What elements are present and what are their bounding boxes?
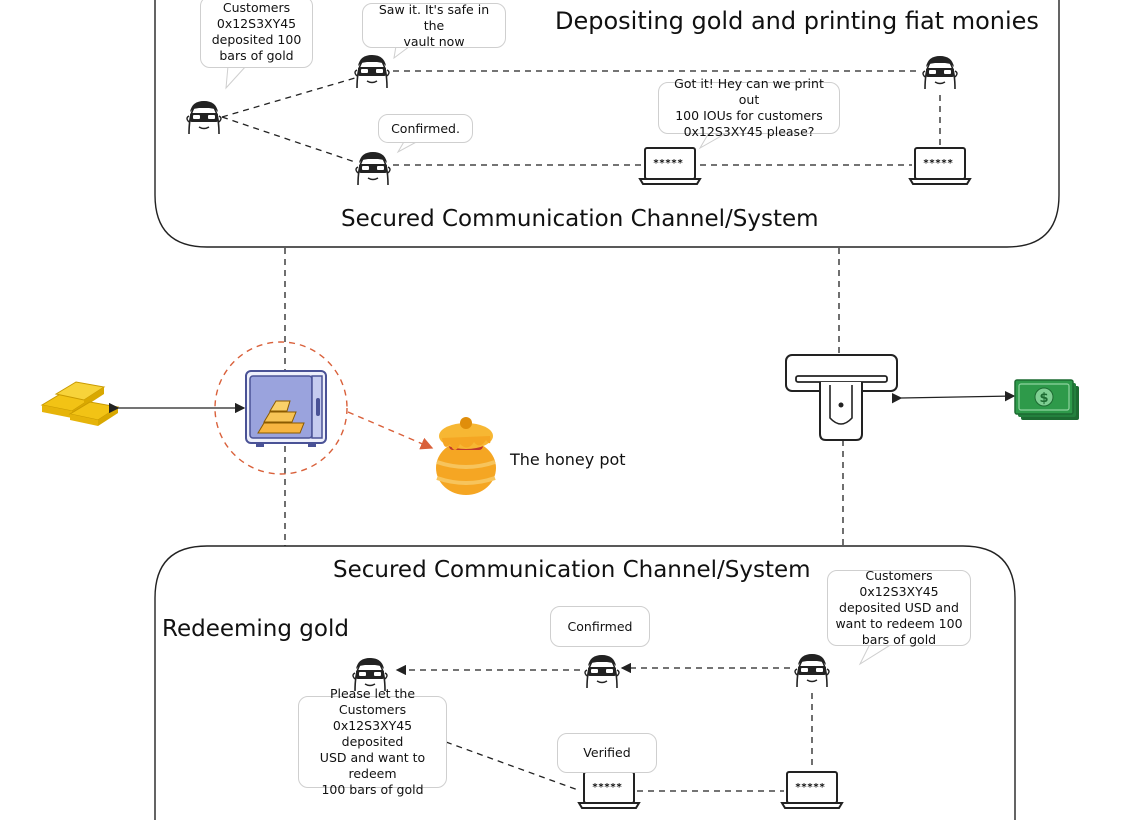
- person-printer-icon: [922, 55, 958, 90]
- honey-pot-icon: [436, 417, 496, 495]
- bubble-confirmed-bottom: Confirmed: [550, 606, 650, 647]
- vault-icon: [245, 370, 327, 447]
- person-sender-icon: [186, 100, 222, 135]
- bubble-customers-redeem: Customers 0x12S3XY45 deposited USD and w…: [827, 568, 971, 647]
- gold-bars-icon: [40, 381, 120, 426]
- atm-printer-icon: [785, 354, 898, 441]
- laptop-screen-text-bottom-left: *****: [592, 782, 623, 793]
- bottom-section-title: Redeeming gold: [162, 616, 349, 642]
- bubble-please-let: Please let the Customers 0x12S3XY45 depo…: [298, 686, 447, 797]
- link-vault-to-honey-pot: [347, 411, 434, 450]
- bottom-section-box: [154, 545, 1016, 820]
- bubble-verified: Verified: [557, 733, 657, 773]
- bubble-saw-it: Saw it. It's safe in the vault now: [362, 2, 506, 49]
- person-redeemer-icon: [794, 653, 830, 688]
- link-atm-to-money: [891, 390, 1016, 404]
- top-section-box: [154, 0, 1060, 248]
- laptop-screen-text-top-right: *****: [923, 158, 954, 169]
- laptop-screen-text-top-left: *****: [653, 158, 684, 169]
- svg-text:$: $: [1039, 391, 1048, 406]
- top-channel-label: Secured Communication Channel/System: [341, 206, 819, 232]
- link-sender-to-confirmer: [221, 116, 356, 163]
- link-sender-to-vault-staff: [221, 77, 356, 118]
- bubble-customers-deposit: Customers 0x12S3XY45 deposited 100 bars …: [200, 0, 313, 68]
- person-vault-staff-icon: [354, 54, 390, 89]
- bottom-channel-label: Secured Communication Channel/System: [333, 557, 811, 583]
- link-request-to-laptop: [445, 741, 579, 791]
- honey-pot-label: The honey pot: [510, 450, 626, 469]
- person-confirmer-icon: [355, 151, 391, 186]
- person-confirmer-bottom-icon: [584, 654, 620, 689]
- bubble-got-it: Got it! Hey can we print out 100 IOUs fo…: [658, 76, 840, 139]
- money-stack-icon: $: [1014, 379, 1079, 420]
- laptop-screen-text-bottom-right: *****: [795, 782, 826, 793]
- bubble-confirmed: Confirmed.: [378, 114, 473, 143]
- top-section-title: Depositing gold and printing fiat monies: [555, 7, 1039, 35]
- vault-highlight-circle: [214, 341, 348, 475]
